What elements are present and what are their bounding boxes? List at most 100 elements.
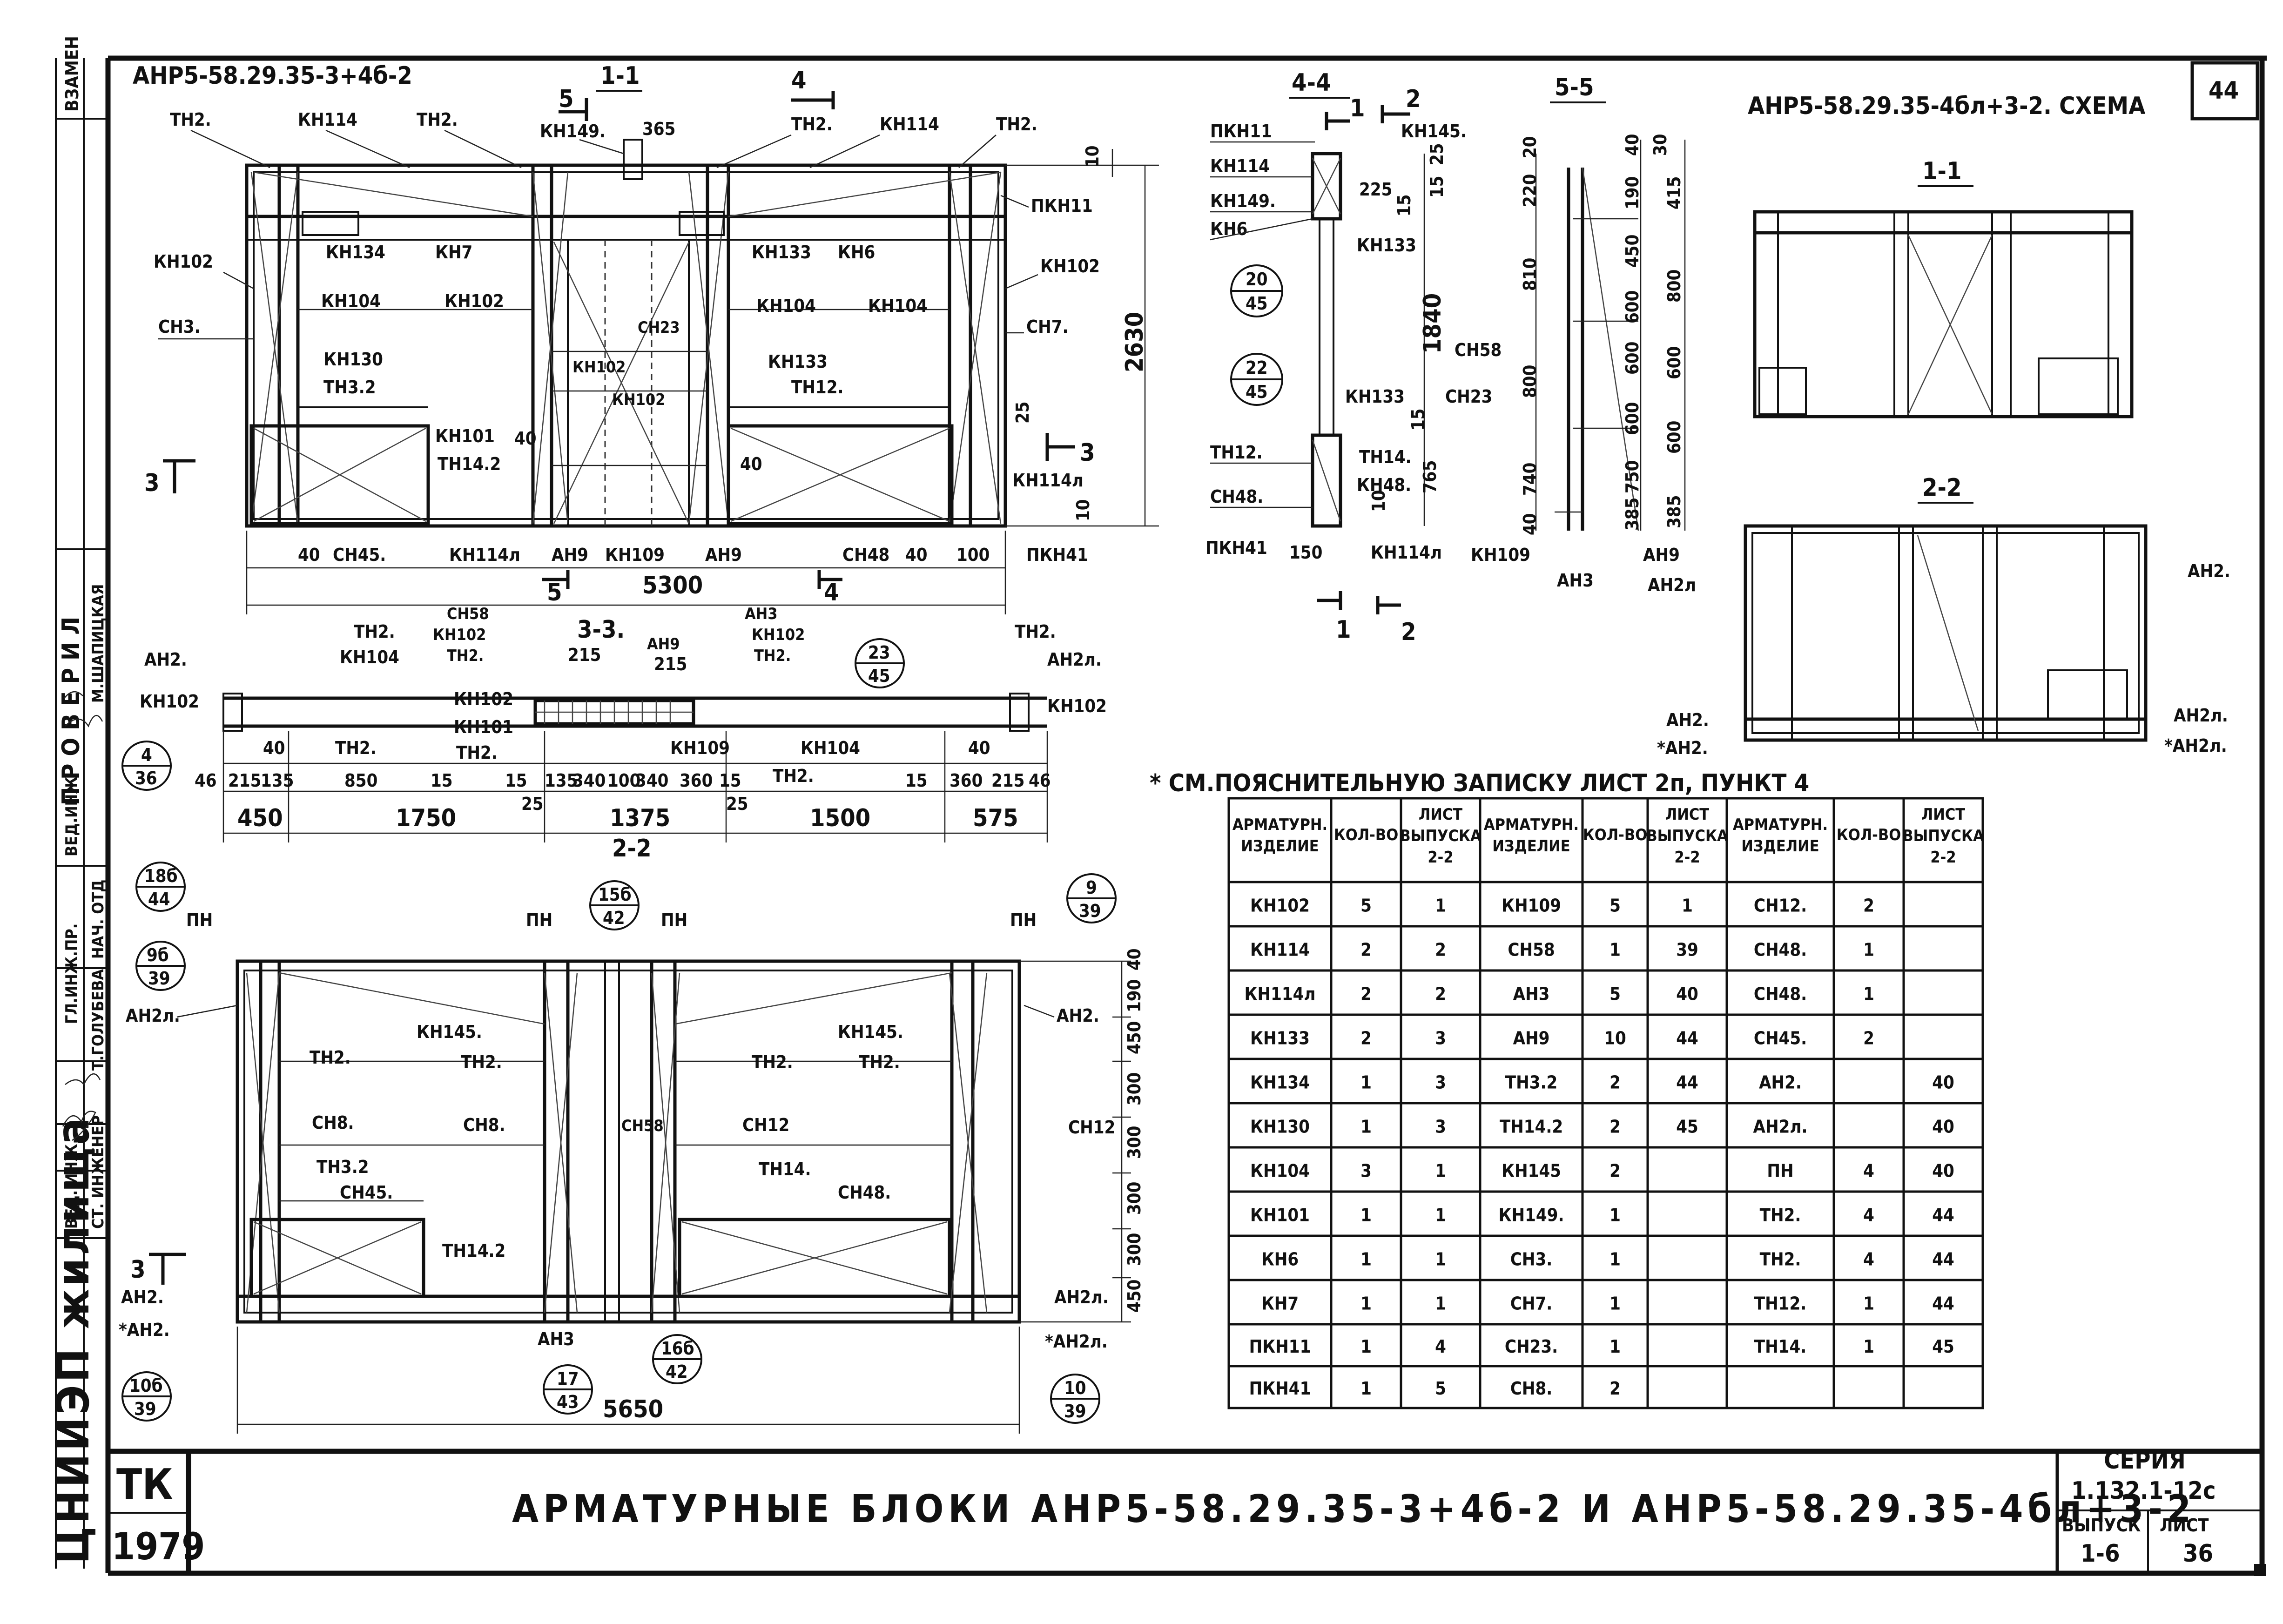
dim: 300 <box>1124 1072 1145 1105</box>
schedule-cell: 1 <box>1610 1336 1621 1357</box>
schedule-header-cell: АРМАТУРН. <box>1733 815 1828 834</box>
dim-100: 100 <box>956 545 990 565</box>
label: СН8. <box>312 1112 354 1133</box>
schedule-cell: ПН <box>1767 1161 1793 1181</box>
schedule-cell: 1 <box>1435 1161 1446 1181</box>
schedule-cell: ТН2. <box>1760 1205 1801 1226</box>
label: КН133 <box>1357 235 1416 256</box>
label: КН149. <box>1210 191 1276 211</box>
label: КН130 <box>323 349 383 370</box>
label: КН102 <box>444 291 504 311</box>
schedule-header-cell: ИЗДЕЛИЕ <box>1741 837 1819 856</box>
schedule-header-cell: АРМАТУРН. <box>1232 815 1327 834</box>
label: КН104 <box>756 296 816 316</box>
label: КН102 <box>433 626 486 644</box>
label: КН109 <box>605 545 665 565</box>
callout: 10б 39 <box>121 1371 172 1422</box>
label: СН8. <box>463 1115 505 1135</box>
section-4-4-labels: ПКН11 КН114 КН149. КН6 КН145. КН133 КН13… <box>1205 121 1467 563</box>
schedule-cell: 1 <box>1435 1249 1446 1270</box>
label: КН104 <box>340 647 399 667</box>
schedule-cell: КН102 <box>1250 896 1310 916</box>
label: СН58 <box>621 1117 664 1135</box>
schedule-grid <box>1227 797 1984 1409</box>
label: КН134 <box>326 242 385 263</box>
callout-20-45: 20 45 <box>1230 264 1283 317</box>
schedule-note: * СМ.ПОЯСНИТЕЛЬНУЮ ЗАПИСКУ ЛИСТ 2п, ПУНК… <box>1150 769 1809 797</box>
dim: 600 <box>1622 342 1643 375</box>
label: КН102 <box>140 691 199 712</box>
dim: 30 <box>1650 134 1670 156</box>
callout: 9 39 <box>1066 873 1117 923</box>
schedule-cell: КН7 <box>1261 1294 1299 1314</box>
callout-top: 20 <box>1246 269 1268 290</box>
dim: 765 <box>1420 460 1440 493</box>
cut-5-bottom: 5 <box>547 579 562 606</box>
dim-40-a: 40 <box>298 545 320 565</box>
dim: 360 <box>680 770 713 791</box>
dim: 385 <box>1664 495 1684 528</box>
dim-overall-width: 5300 <box>642 572 703 600</box>
schedule-cell: 5 <box>1360 896 1372 916</box>
schedule-header-cell: АРМАТУРН. <box>1484 815 1579 834</box>
cut-3-label: 3 <box>144 469 160 497</box>
schedule-cell: 2 <box>1610 1378 1621 1399</box>
dim: 810 <box>1520 258 1540 291</box>
label: СН58 <box>1455 340 1502 360</box>
label: АН2л. <box>2174 705 2228 726</box>
callout-top: 4 <box>141 745 152 765</box>
cut-4-bottom: 4 <box>824 579 839 606</box>
dim: 450 <box>1124 1280 1145 1313</box>
schedule-cell: ПКН41 <box>1249 1378 1311 1399</box>
label: АН9 <box>705 545 742 565</box>
dim: 190 <box>1622 176 1643 209</box>
schedule-cell: 2 <box>1610 1072 1621 1093</box>
schedule-header-cell: КОЛ-ВО <box>1334 826 1398 844</box>
schedule-cell: 3 <box>1360 1161 1372 1181</box>
stamp-dept-head: НАЧ. ОТД <box>89 880 108 959</box>
schedule-cell: 1 <box>1610 1205 1621 1226</box>
dim: 46 <box>195 770 217 791</box>
section-4-4: 4-4 25 15 225 15 1840 15 765 10 150 ПКН1… <box>1205 69 1467 646</box>
stamp-author-2: Т.ГОЛУБЕВА <box>89 969 108 1071</box>
dim: 1375 <box>610 804 670 832</box>
schedule-cell: СН7. <box>1510 1294 1552 1314</box>
callout-bottom: 36 <box>135 768 157 788</box>
schedule-cell: СН3. <box>1510 1249 1552 1270</box>
label: ТН2. <box>310 1047 351 1068</box>
label: ТН2. <box>752 1052 793 1072</box>
schedule-cell: 1 <box>1610 940 1621 960</box>
schedule-cell: 1 <box>1360 1072 1372 1093</box>
schedule-header-cell: 2-2 <box>1930 848 1956 867</box>
schedule-cell: 4 <box>1863 1205 1874 1226</box>
schedule-cell: 45 <box>1932 1336 1954 1357</box>
schedule-cell: 39 <box>1676 940 1698 960</box>
schedule-cell: 2 <box>1360 940 1372 960</box>
dim: 190 <box>1124 979 1145 1012</box>
schedule-cell: 2 <box>1610 1161 1621 1181</box>
series-value: 1.132.1-12с <box>2071 1477 2216 1505</box>
elevation-bottom-diagonals <box>246 972 988 1313</box>
dim: 135 <box>261 770 294 791</box>
schedule-cell: 1 <box>1360 1294 1372 1314</box>
label: КН102 <box>1040 256 1100 276</box>
label: ТН14.2 <box>438 454 501 474</box>
callout-bottom: 45 <box>1246 382 1268 402</box>
dim: 800 <box>1664 270 1684 303</box>
label: АН2. <box>121 1287 164 1307</box>
label: КН133 <box>768 351 828 372</box>
label: ПКН11 <box>1031 195 1093 216</box>
label: *АН2л. <box>2164 735 2227 756</box>
stamp-senior-eng: СТ. ИНЖЕНЕР <box>89 1115 108 1229</box>
dim: 600 <box>1664 421 1684 454</box>
callout-bottom: 39 <box>1064 1401 1086 1422</box>
dim: 360 <box>950 770 983 791</box>
schedule-header-cell: КОЛ-ВО <box>1837 826 1901 844</box>
label: ТН2. <box>773 766 814 786</box>
dim: 340 <box>635 770 668 791</box>
label: ПКН11 <box>1210 121 1272 142</box>
schedule-cell: 1 <box>1610 1249 1621 1270</box>
dim: 100 <box>607 770 640 791</box>
callout: 15б 42 <box>589 880 640 930</box>
